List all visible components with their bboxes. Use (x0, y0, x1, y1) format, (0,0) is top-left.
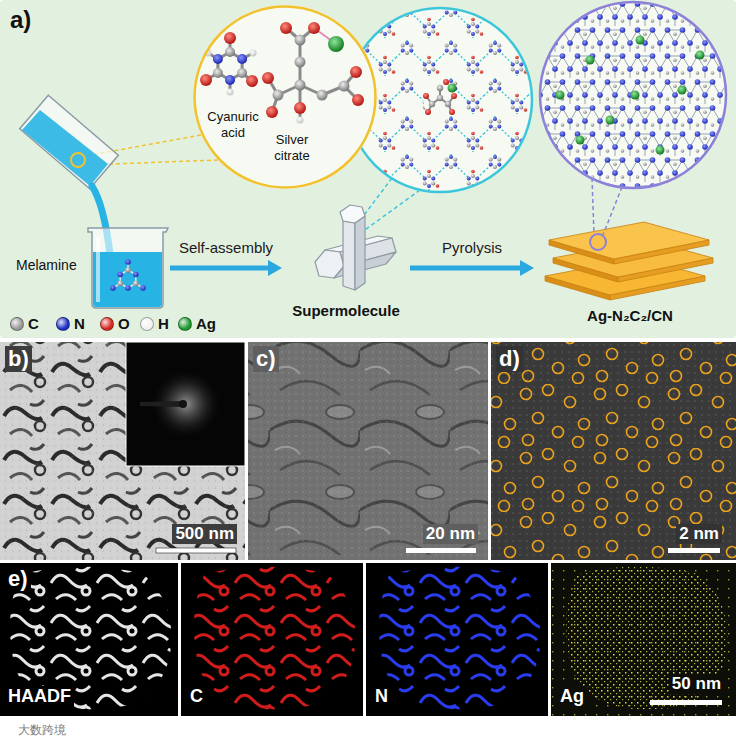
image-panel: c) 20 nm (248, 342, 488, 560)
map-label: C (187, 686, 206, 708)
molecule-label: Silver citrate (263, 132, 321, 163)
edge-label: Pyrolysis (442, 239, 502, 257)
panel-a-ground (0, 0, 736, 338)
tem-image-c (248, 342, 488, 560)
legend-item: N (56, 314, 85, 333)
legend-swatch (56, 317, 70, 331)
molecule-label: Cyanuric acid (201, 109, 265, 140)
melamine-beaker (88, 228, 168, 308)
legend-swatch (100, 317, 114, 331)
legend-label: C (28, 315, 39, 333)
stage-label: Ag-N₂C₂/CN (587, 307, 673, 325)
panel-letter: e) (5, 566, 31, 592)
haadf-image-d (491, 342, 736, 560)
watermark: 大数跨境 (18, 723, 66, 737)
legend-item: Ag (178, 314, 216, 333)
panel-letter: d) (496, 346, 523, 372)
legend-label: Ag (196, 315, 216, 333)
supramolecular-zoom (348, 8, 532, 246)
stage-label: Supermolecule (292, 302, 400, 320)
scale-label: 2 nm (676, 524, 722, 544)
image-panel: b) 500 nm (0, 342, 245, 560)
nanosheet-stack (545, 222, 713, 300)
scale-label: 20 nm (423, 524, 478, 544)
tem-image-b (0, 342, 245, 560)
panel-letter: b) (5, 346, 32, 372)
eds-maps-e (0, 563, 736, 716)
figure-panel: a) Cyanuric acidSilver citrateMelamineSup… (0, 0, 736, 338)
leader-lines (590, 178, 622, 250)
zoom-circle: Cyanuric acidSilver citrate (193, 5, 377, 189)
precursor-zoom (85, 5, 377, 189)
scale-label: 50 nm (669, 674, 724, 694)
legend-label: N (74, 315, 85, 333)
panel-letter: a) (10, 6, 31, 35)
legend-swatch (10, 317, 24, 331)
connector-arrow (170, 260, 282, 276)
legend-label: O (118, 315, 130, 333)
legend-label: H (158, 315, 169, 333)
process-stage: Ag-N₂C₂/CN (534, 215, 726, 333)
map-label: Ag (557, 686, 587, 708)
map-image: N (366, 563, 548, 716)
image-panel: e) HAADF C N Ag 50 nm (0, 563, 736, 716)
map-image: Ag 50 nm (551, 563, 736, 716)
process-stage: Melamine (12, 222, 170, 310)
map-label: N (372, 686, 391, 708)
product-zoom (540, 2, 726, 188)
legend-item: H (140, 314, 169, 333)
legend-item: O (100, 314, 130, 333)
scale-label: 500 nm (172, 524, 237, 544)
panel-letter: c) (253, 346, 279, 372)
image-panel: d) 2 nm (491, 342, 736, 560)
legend-item: C (10, 314, 39, 333)
stage-label: Melamine (16, 257, 77, 274)
map-label: HAADF (5, 686, 74, 708)
edge-label: Self-assembly (179, 239, 273, 257)
legend-swatch (140, 317, 154, 331)
legend-swatch (178, 317, 192, 331)
map-image: C (181, 563, 363, 716)
connector-arrow (410, 260, 534, 276)
supermolecule-prisms (315, 205, 396, 290)
process-stage: Supermolecule (282, 205, 410, 328)
